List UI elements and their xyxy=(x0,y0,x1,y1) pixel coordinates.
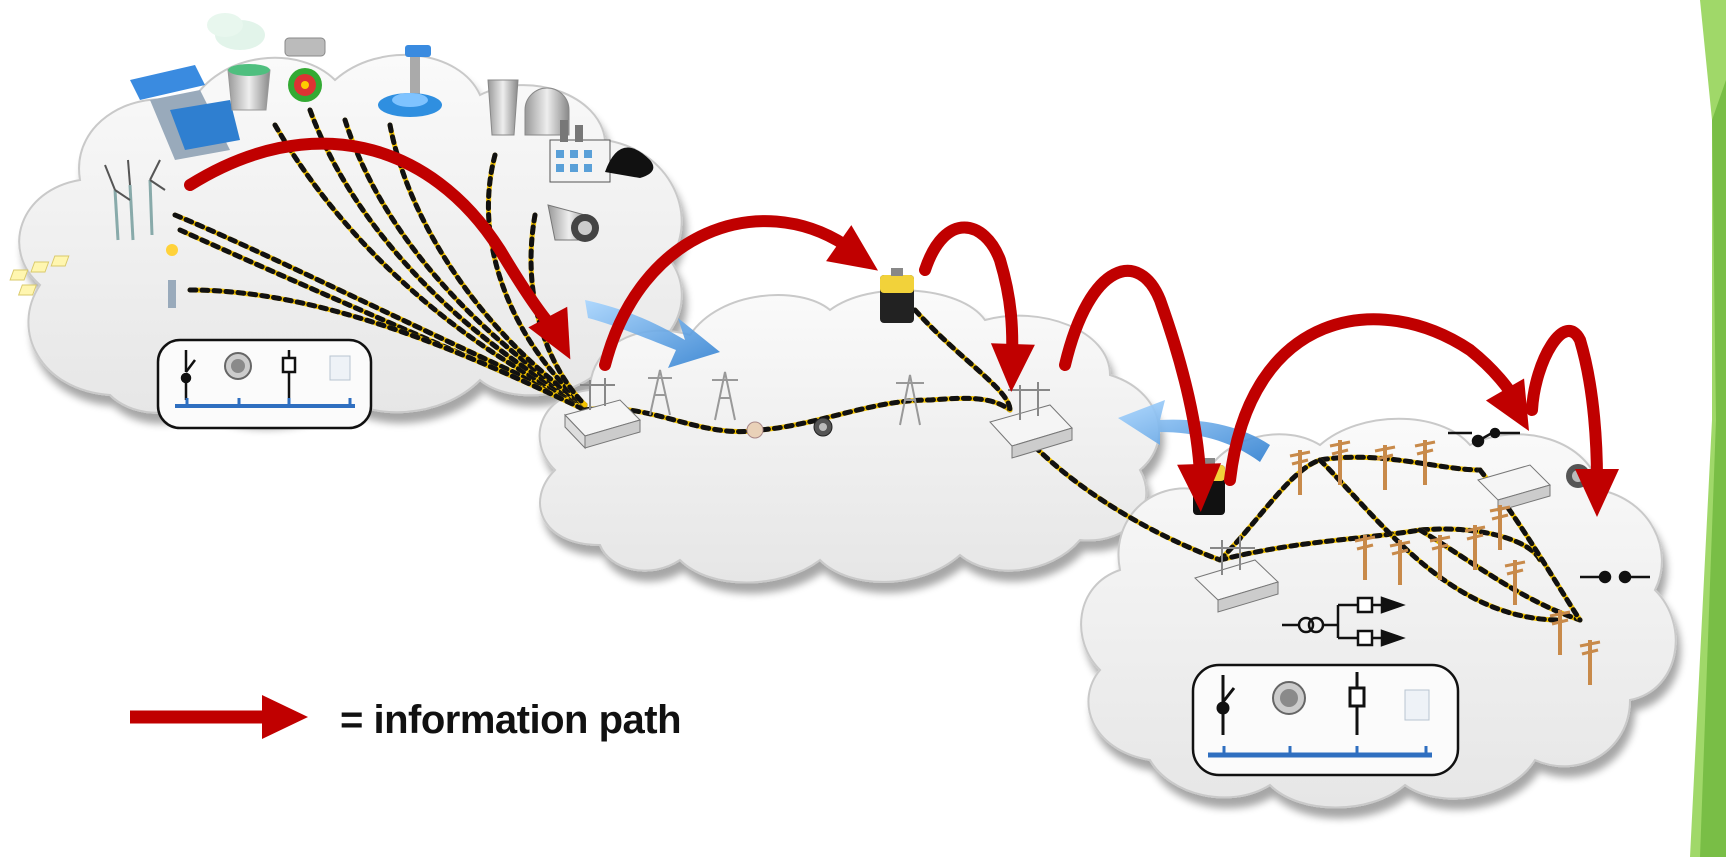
information-path-arrow xyxy=(599,215,851,371)
turbine-generator-icon xyxy=(284,37,326,102)
switch-icon xyxy=(1580,570,1650,584)
power-meter-icon xyxy=(746,417,833,439)
power-link-dashes xyxy=(1217,526,1543,563)
power-link-dashes xyxy=(187,287,588,413)
circuit-breaker-icon xyxy=(1216,675,1236,735)
legend xyxy=(130,695,308,739)
information-path-arrows xyxy=(184,137,1619,517)
substation-icon xyxy=(564,378,641,450)
utility-pole-icon xyxy=(1329,440,1351,485)
utility-pole-icon xyxy=(1429,535,1451,580)
information-path-arrow xyxy=(1059,265,1206,481)
utility-pole-icon xyxy=(1504,560,1526,605)
cooling-tower-steam-icon xyxy=(207,13,271,111)
information-path-arrowhead xyxy=(1485,378,1529,432)
wind-farm-icon xyxy=(104,159,166,241)
battery-storage-icon xyxy=(880,268,914,323)
utility-pole-icon xyxy=(1354,535,1376,580)
substation-icon xyxy=(989,382,1073,459)
information-path-arrowhead xyxy=(990,343,1035,392)
bus-panel-generation xyxy=(156,338,373,430)
disconnector-icon xyxy=(281,350,297,398)
coal-plant-icon xyxy=(549,120,654,183)
utility-pole-icon xyxy=(1414,440,1436,485)
hydro-dam-icon xyxy=(130,65,240,160)
disconnector-icon xyxy=(1348,672,1366,735)
information-path-arrow xyxy=(1224,313,1521,486)
solar-farm-icon xyxy=(9,244,178,308)
gas-turbine-icon xyxy=(547,204,599,242)
utility-pole-icon xyxy=(1389,540,1411,585)
utility-pole-icon xyxy=(1374,445,1396,490)
nuclear-plant-icon xyxy=(487,79,570,136)
power-link-dashes xyxy=(307,107,588,408)
water-turbine-icon xyxy=(378,45,442,117)
information-path-arrow xyxy=(919,221,1019,366)
bus-panel-distribution xyxy=(1191,663,1460,777)
utility-pole-icon xyxy=(1289,450,1311,495)
utility-poles xyxy=(1289,440,1601,685)
transformer-icon xyxy=(1282,596,1406,647)
transmission-tower-icon xyxy=(648,369,924,426)
legend-arrow-head xyxy=(262,695,308,739)
power-link-dashes xyxy=(172,212,588,408)
substation-icon xyxy=(1194,536,1279,613)
power-link-dashes xyxy=(272,122,588,408)
utility-pole-icon xyxy=(1579,640,1601,685)
generation-icons xyxy=(9,13,654,308)
document-icon xyxy=(329,355,351,381)
power-link-dashes xyxy=(912,307,1013,413)
slide-accent-shadow xyxy=(1700,80,1726,857)
information-path-arrowhead xyxy=(1177,463,1222,512)
power-meter-icon xyxy=(224,352,252,380)
circuit-breaker-icon xyxy=(180,350,196,400)
power-link-dashes xyxy=(1317,457,1563,623)
information-path-arrowhead xyxy=(1575,469,1619,517)
utility-pole-icon xyxy=(1464,525,1486,570)
power-meter-icon xyxy=(1272,681,1306,715)
utility-pole-icon xyxy=(1549,610,1571,655)
information-path-arrowhead xyxy=(528,306,571,360)
legend-label: = information path xyxy=(340,698,682,742)
power-link-dashes xyxy=(485,152,588,408)
utility-pole-icon xyxy=(1489,505,1511,550)
information-path-arrow xyxy=(1526,325,1603,486)
switch-icon xyxy=(1448,427,1520,448)
information-path-arrowhead xyxy=(826,225,879,271)
information-path-arrow xyxy=(184,137,561,336)
document-icon xyxy=(1404,689,1430,721)
